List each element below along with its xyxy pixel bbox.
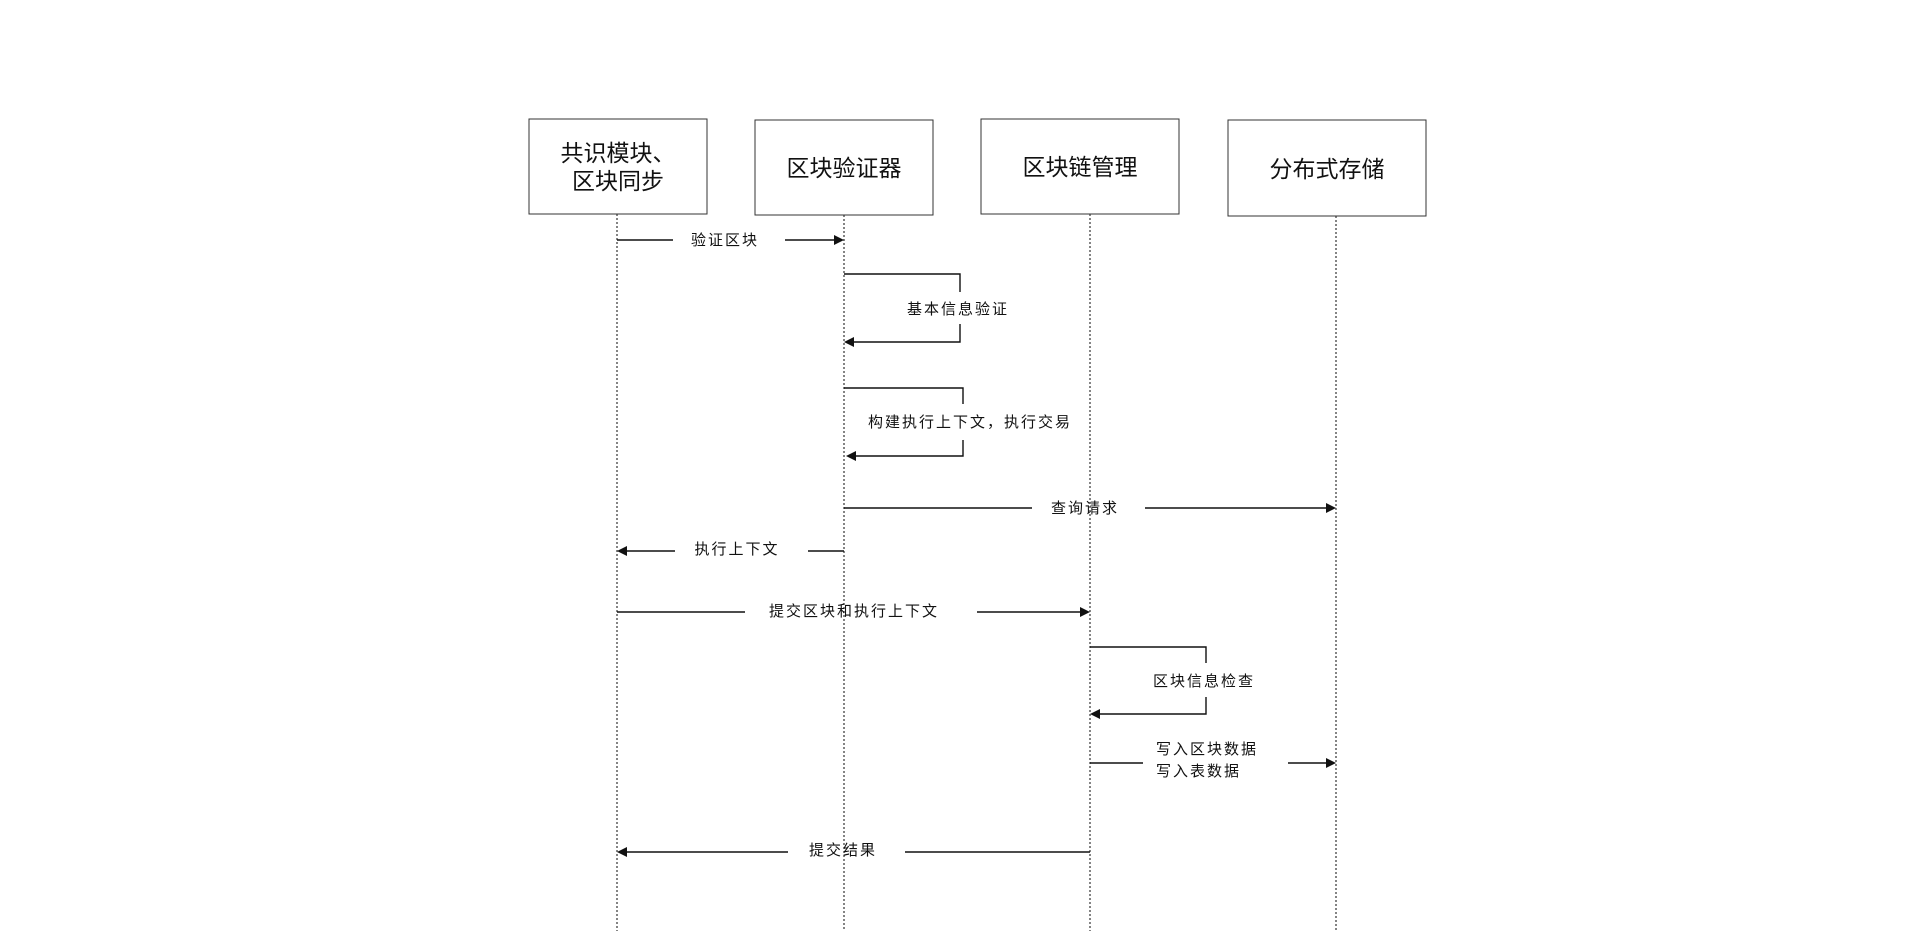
participant-label-line-2: 区块同步 [572, 169, 664, 195]
participant-validator: 区块验证器 [754, 119, 934, 216]
message-block-info-check: 区块信息检查 [1090, 646, 1255, 719]
arrow-head [617, 546, 627, 556]
self-loop-line [844, 273, 961, 292]
message-commit-block-context: 提交区块和执行上下文 [617, 602, 1090, 620]
participant-chainmgr: 区块链管理 [980, 118, 1180, 215]
arrow-head [1080, 607, 1090, 617]
message-exec-context: 执行上下文 [617, 540, 844, 558]
message-label: 提交结果 [809, 841, 877, 859]
arrow-head [834, 235, 844, 245]
participant-label-line-1: 共识模块、 [561, 141, 676, 167]
message-verify-block: 验证区块 [617, 231, 844, 249]
self-loop-line [1090, 646, 1207, 663]
arrow-head [1326, 758, 1336, 768]
participant-label: 区块链管理 [1023, 155, 1138, 181]
message-label: 构建执行上下文，执行交易 [868, 413, 1072, 431]
arrow-head [1090, 709, 1100, 719]
message-label: 基本信息验证 [907, 300, 1009, 318]
participant-storage: 分布式存储 [1227, 119, 1427, 217]
message-label: 提交区块和执行上下文 [769, 602, 939, 620]
message-label: 区块信息检查 [1153, 672, 1255, 690]
message-label-line-2: 写入表数据 [1156, 762, 1241, 780]
message-label: 验证区块 [691, 231, 759, 249]
arrow-head [844, 337, 854, 347]
message-query-request: 查询请求 [844, 499, 1336, 517]
message-label-line-1: 写入区块数据 [1156, 740, 1258, 758]
message-commit-result: 提交结果 [617, 841, 1090, 859]
self-loop-line [854, 324, 961, 343]
participant-box [1227, 119, 1427, 217]
message-write-data: 写入区块数据 写入表数据 [1090, 740, 1336, 780]
participant-box [528, 118, 708, 215]
participant-consensus: 共识模块、 区块同步 [528, 118, 708, 215]
arrow-head [1326, 503, 1336, 513]
message-label: 查询请求 [1051, 499, 1119, 517]
arrow-head [617, 847, 627, 857]
arrow-head [846, 451, 856, 461]
message-build-context-exec: 构建执行上下文，执行交易 [844, 387, 1072, 461]
message-basic-info-verify: 基本信息验证 [844, 273, 1009, 347]
self-loop-line [844, 387, 964, 404]
participant-box [754, 119, 934, 216]
self-loop-line [856, 440, 964, 457]
participant-label: 区块验证器 [787, 156, 902, 182]
participant-box [980, 118, 1180, 215]
self-loop-line [1100, 697, 1207, 715]
participant-label: 分布式存储 [1270, 157, 1385, 183]
message-label: 执行上下文 [694, 540, 779, 558]
